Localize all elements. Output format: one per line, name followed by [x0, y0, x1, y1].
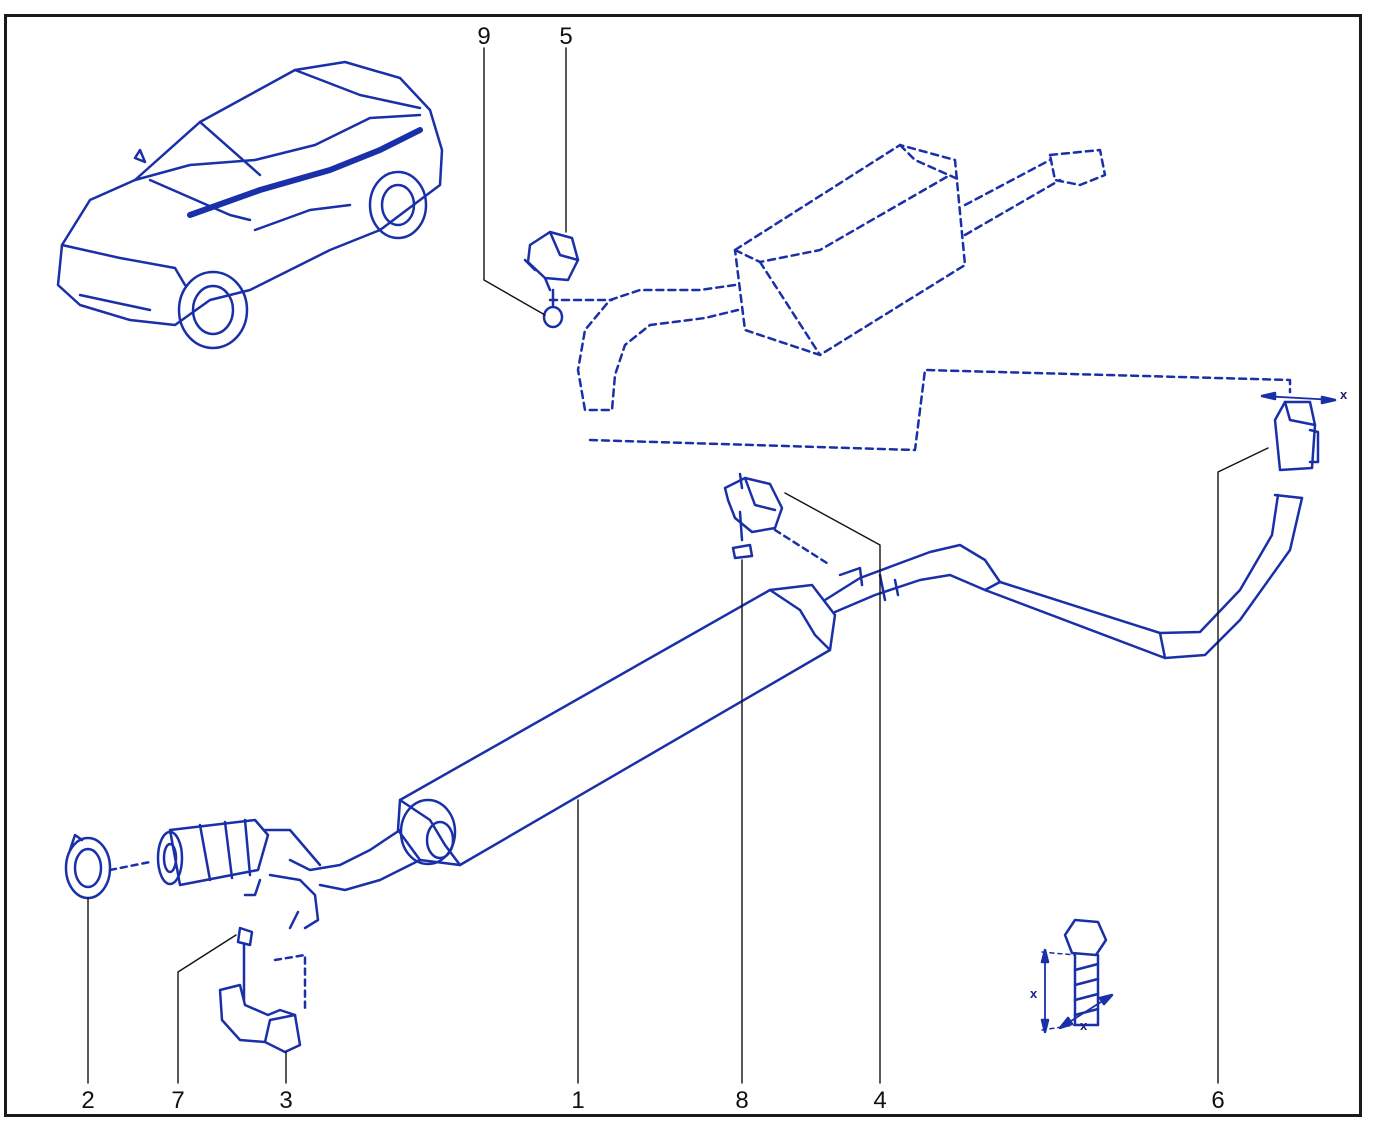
callout-6: 6: [1211, 1087, 1224, 1114]
exhaust-mount-front: [218, 926, 307, 1054]
callout-4: 4: [873, 1087, 886, 1114]
car-illustration: [56, 60, 444, 350]
catalytic-converter-dashed: [548, 143, 1292, 452]
callout-8: 8: [735, 1087, 748, 1114]
exhaust-mount-upper: [523, 230, 580, 329]
bolt-detail: [1040, 918, 1114, 1034]
exhaust-silencer: [156, 493, 1304, 930]
dimension-x-bolt-bottom: x: [1080, 1018, 1088, 1033]
dimension-x-bracket: x: [1340, 387, 1348, 402]
callout-3: 3: [279, 1087, 292, 1114]
flange-gasket: [64, 833, 152, 900]
exhaust-mount-rear: [1260, 391, 1337, 472]
callout-1: 1: [571, 1087, 584, 1114]
exhaust-mount-middle: [723, 472, 832, 567]
callout-9: 9: [477, 23, 490, 50]
dimension-x-bolt-left: x: [1030, 986, 1038, 1001]
callout-5: 5: [559, 23, 572, 50]
callout-2: 2: [81, 1087, 94, 1114]
diagram-frame: [4, 14, 1362, 1117]
leader-lines: [87, 47, 1269, 1084]
callout-7: 7: [171, 1087, 184, 1114]
